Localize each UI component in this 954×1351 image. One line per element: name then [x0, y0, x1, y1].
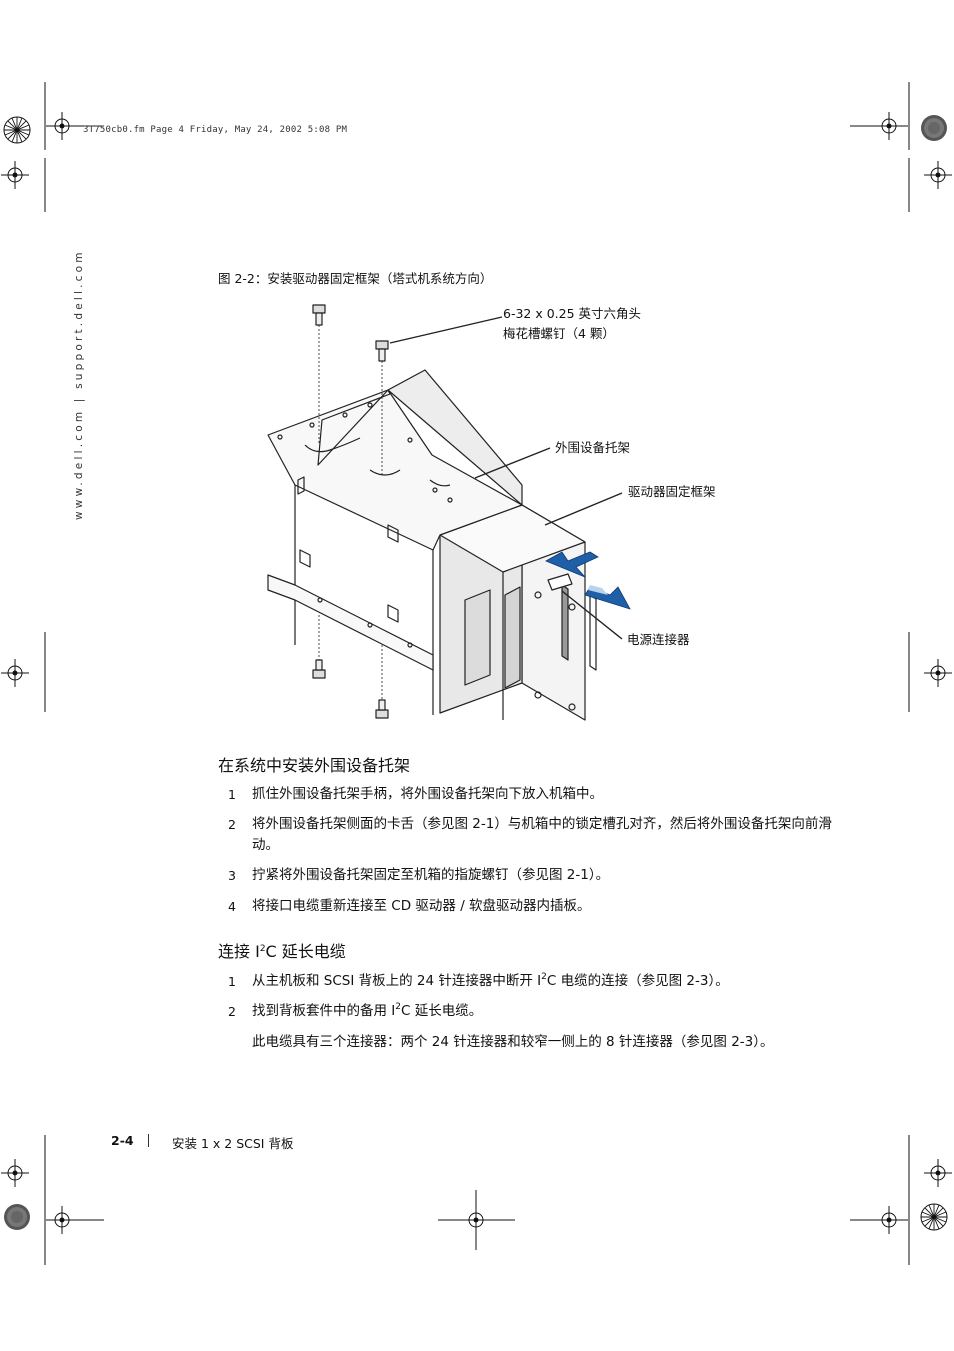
- callout-screws: 6-32 x 0.25 英寸六角头 梅花槽螺钉（4 颗）: [503, 304, 641, 344]
- list-item: 1 抓住外围设备托架手柄，将外围设备托架向下放入机箱中。: [228, 784, 848, 806]
- step-number: 3: [228, 868, 236, 883]
- leader-line-power-connector: [561, 590, 623, 640]
- note-text: 此电缆具有三个连接器：两个 24 针连接器和较窄一侧上的 8 针连接器（参见图 …: [252, 1034, 774, 1050]
- callout-screws-line1: 6-32 x 0.25 英寸六角头: [503, 306, 642, 321]
- callout-power-connector: 电源连接器: [627, 632, 690, 647]
- callout-drive-cage: 驱动器固定框架: [628, 484, 716, 499]
- step-number: 2: [228, 1004, 236, 1019]
- list-item: 2 找到背板套件中的备用 I2C 延长电缆。: [228, 1001, 848, 1023]
- step-note: 此电缆具有三个连接器：两个 24 针连接器和较窄一侧上的 8 针连接器（参见图 …: [228, 1032, 848, 1054]
- step-text: 从主机板和 SCSI 背板上的 24 针连接器中断开 I2C 电缆的连接（参见图…: [252, 972, 729, 990]
- step-text: 抓住外围设备托架手柄，将外围设备托架向下放入机箱中。: [252, 786, 603, 802]
- heading-text-post: C 延长电缆: [265, 942, 346, 961]
- page-number: 2-4: [111, 1133, 134, 1148]
- screw-top-right: [375, 340, 389, 475]
- step-number: 4: [228, 899, 236, 914]
- step-number: 2: [228, 817, 236, 832]
- figure-caption: 图 2-2：安装驱动器固定框架（塔式机系统方向）: [218, 271, 493, 286]
- step-number: 1: [228, 787, 236, 802]
- peripheral-bracket: [267, 389, 523, 551]
- list-item: 1 从主机板和 SCSI 背板上的 24 针连接器中断开 I2C 电缆的连接（参…: [228, 971, 848, 993]
- leader-line-peripheral-bracket: [474, 447, 551, 479]
- screw-bottom-left: [312, 615, 326, 679]
- list-item: 3 拧紧将外围设备托架固定至机箱的指旋螺钉（参见图 2-1）。: [228, 865, 848, 887]
- sidebar-url: www.dell.com | support.dell.com: [73, 249, 85, 520]
- section-heading-connect-i2c: 连接 I2C 延长电缆: [218, 938, 346, 962]
- step-text: 将外围设备托架侧面的卡舌（参见图 2-1）与机箱中的锁定槽孔对齐，然后将外围设备…: [252, 816, 832, 853]
- callout-peripheral-bracket: 外围设备托架: [555, 440, 631, 455]
- step-text: 找到背板套件中的备用 I2C 延长电缆。: [252, 1002, 483, 1020]
- list-item: 2 将外围设备托架侧面的卡舌（参见图 2-1）与机箱中的锁定槽孔对齐，然后将外围…: [228, 814, 848, 858]
- footer-divider: [148, 1134, 149, 1147]
- callout-screws-line2: 梅花槽螺钉（4 颗）: [503, 326, 615, 341]
- leader-line-drive-cage: [544, 492, 623, 526]
- step-number: 1: [228, 974, 236, 989]
- leader-line-screws: [389, 316, 503, 344]
- print-header-file-info: 3T750cb0.fm Page 4 Friday, May 24, 2002 …: [83, 125, 348, 135]
- step-text: 拧紧将外围设备托架固定至机箱的指旋螺钉（参见图 2-1）。: [252, 867, 610, 883]
- drive-cage-illustration: [267, 304, 631, 721]
- heading-superscript: 2: [259, 944, 266, 954]
- footer-chapter-title: 安装 1 x 2 SCSI 背板: [172, 1136, 294, 1151]
- power-connector-block: [547, 573, 573, 591]
- list-item: 4 将接口电缆重新连接至 CD 驱动器 / 软盘驱动器内插板。: [228, 896, 848, 918]
- drive-cage-rear-slot: [561, 584, 569, 661]
- screw-top-left: [312, 304, 326, 445]
- section-heading-install-bracket: 在系统中安装外围设备托架: [218, 756, 411, 775]
- heading-text-pre: 连接 I: [218, 942, 260, 961]
- connect-arrow-icon: [545, 551, 599, 578]
- screw-bottom-right: [375, 645, 389, 719]
- step-text: 将接口电缆重新连接至 CD 驱动器 / 软盘驱动器内插板。: [252, 898, 591, 914]
